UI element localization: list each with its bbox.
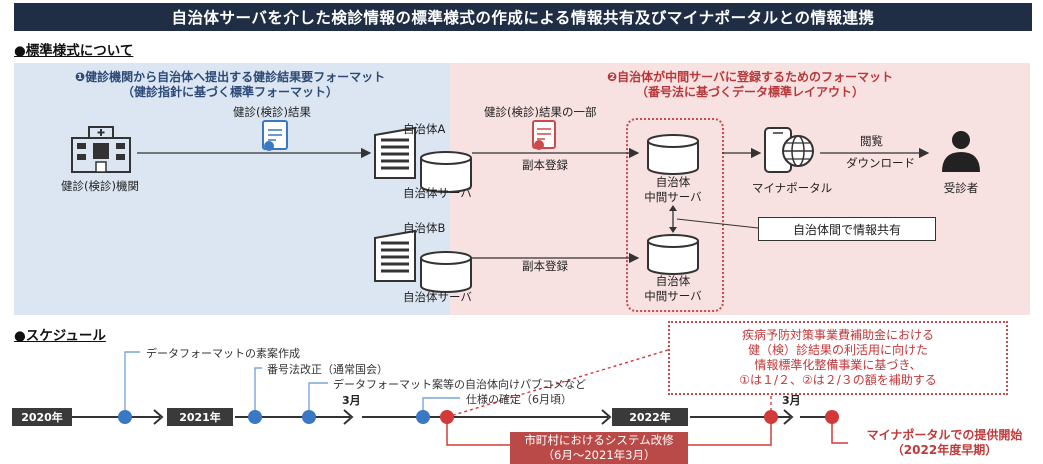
middle-server-b-label: 自治体 中間サーバ — [630, 274, 716, 304]
year-2020-tag: 2020年 — [12, 408, 72, 426]
milestone-draft-format: データフォーマットの素案作成 — [146, 347, 300, 360]
partial-result-label: 健診(検診)結果の一部 — [484, 105, 597, 119]
download-label: ダウンロード — [846, 156, 915, 170]
middle-server-b-label-line1: 自治体 — [655, 274, 691, 288]
middle-server-b-label-line2: 中間サーバ — [644, 289, 702, 303]
share-note-box: 自治体間で情報共有 — [758, 217, 936, 241]
milestone-dots-red — [440, 410, 839, 424]
launch-label-line2: （2022年度早期） — [891, 443, 998, 457]
system-renovation-line1: 市町村におけるシステム改修 — [524, 433, 674, 447]
server-b-cylinder-icon — [420, 251, 472, 293]
mynaportal-icon — [764, 127, 814, 173]
subsidy-note-line3: 情報標準化整備事業に基づき、 — [754, 358, 922, 372]
municipality-b-label: 自治体B — [403, 221, 446, 235]
share-note-connector — [676, 218, 759, 229]
middle-server-a-label-line2: 中間サーバ — [644, 190, 702, 204]
examinee-label: 受診者 — [943, 181, 979, 195]
system-renovation-bracket-right — [688, 417, 772, 446]
municipality-a-building-icon — [374, 126, 416, 179]
municipality-b-building-icon — [374, 229, 416, 282]
year-2021-tag: 2021年 — [167, 408, 233, 426]
panel-right-header: ❷自治体が中間サーバに登録するためのフォーマット （番号法に基づくデータ標準レイ… — [540, 70, 960, 100]
system-renovation-bracket-left — [446, 417, 510, 446]
year-2022-tag: 2022年 — [612, 408, 688, 426]
milestone-law-revision: 番号法改正（通常国会） — [267, 363, 388, 376]
panel-middle-server-format — [450, 63, 1030, 315]
launch-connector — [831, 417, 848, 444]
server-b-label: 自治体サーバ — [403, 290, 472, 304]
middle-server-b-cylinder-icon — [647, 234, 699, 275]
panel-left-header: ❶健診機関から自治体へ提出する健診結果要フォーマット （健診指針に基づく標準フォ… — [20, 70, 440, 100]
panel-left-header-line2: （健診指針に基づく標準フォーマット） — [121, 85, 338, 99]
march-2021-label: 3月 — [342, 394, 361, 407]
middle-server-a-cylinder-icon — [647, 134, 699, 175]
section-standard-heading: ●標準様式について — [14, 43, 134, 59]
municipality-a-label: 自治体A — [403, 122, 446, 136]
middle-server-a-label-line1: 自治体 — [655, 175, 691, 189]
panel-left-header-line1: ❶健診機関から自治体へ提出する健診結果要フォーマット — [74, 70, 386, 84]
middle-server-a-label: 自治体 中間サーバ — [630, 175, 716, 205]
clinic-label: 健診(検診)機関 — [61, 179, 139, 193]
examinee-person-icon — [942, 131, 980, 172]
launch-label-line1: マイナポータルでの提供開始 — [866, 428, 1023, 442]
launch-label: マイナポータルでの提供開始 （2022年度早期） — [852, 428, 1037, 458]
middle-server-group — [626, 118, 724, 312]
note-link-left — [446, 349, 669, 418]
server-a-label: 自治体サーバ — [403, 186, 472, 200]
subsidy-note-box: 疾病予防対策事業費補助金における 健（検）診結果の利活用に向けた 情報標準化整備… — [668, 321, 1008, 395]
result-label: 健診(検診)結果 — [233, 105, 311, 119]
subsidy-note-line1: 疾病予防対策事業費補助金における — [741, 328, 934, 342]
system-renovation-box: 市町村におけるシステム改修 （6月～2021年3月） — [510, 432, 688, 464]
server-a-cylinder-icon — [420, 151, 472, 193]
milestone-spec-finalized: 仕様の確定（6月頃） — [466, 393, 572, 406]
subsidy-note-line2: 健（検）診結果の利活用に向けた — [747, 343, 928, 357]
timeline — [72, 409, 832, 425]
red-document-icon — [532, 120, 556, 150]
march-2022-label: 3月 — [782, 394, 801, 407]
blue-document-icon — [262, 120, 288, 151]
copy-register-b-label: 副本登録 — [522, 259, 568, 273]
copy-register-a-label: 副本登録 — [522, 158, 568, 172]
view-label: 閲覧 — [860, 134, 883, 148]
milestone-dots-blue — [118, 410, 430, 424]
subsidy-note-line4: ①は１/２、②は２/３の額を補助する — [739, 373, 937, 387]
panel-right-header-line2: （番号法に基づくデータ標準レイアウト） — [635, 85, 864, 99]
milestone-public-comment: データフォーマット案等の自治体向けパブコメなど — [333, 378, 586, 391]
mynaportal-label: マイナポータル — [751, 181, 833, 195]
clinic-building-icon — [71, 126, 131, 173]
panel-right-header-line1: ❷自治体が中間サーバに登録するためのフォーマット — [606, 70, 894, 84]
page-title: 自治体サーバを介した検診情報の標準様式の作成による情報共有及びマイナポータルとの… — [14, 3, 1032, 31]
system-renovation-line2: （6月～2021年3月） — [542, 448, 656, 462]
section-schedule-heading: ●スケジュール — [14, 328, 106, 344]
